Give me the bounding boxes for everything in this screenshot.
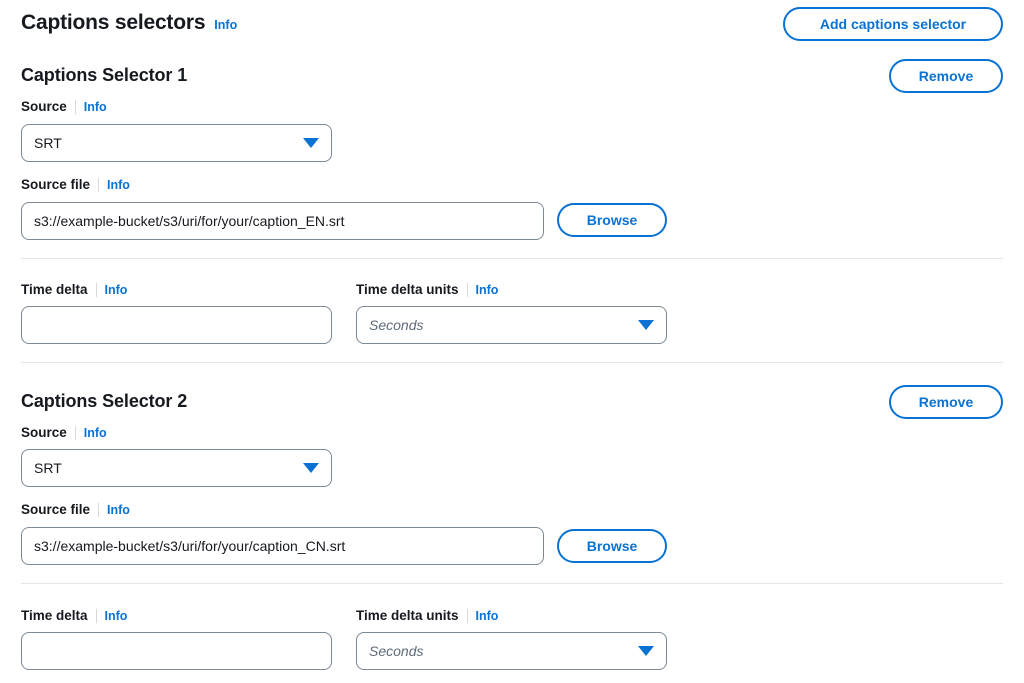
time-delta-label-1: Time delta bbox=[21, 282, 88, 297]
source-file-label-group-1: Source file Info bbox=[21, 177, 130, 193]
label-separator bbox=[466, 283, 468, 298]
time-delta-input-1[interactable] bbox=[21, 306, 332, 344]
section-divider bbox=[21, 362, 1003, 363]
chevron-down-icon bbox=[303, 138, 319, 148]
time-delta-units-value-2: Seconds bbox=[369, 643, 424, 659]
source-label-group-2: Source Info bbox=[21, 425, 107, 441]
remove-button-selector-2[interactable]: Remove bbox=[889, 385, 1003, 419]
source-file-label-2: Source file bbox=[21, 502, 91, 517]
page-title: Captions selectors bbox=[21, 11, 206, 34]
add-captions-selector-button[interactable]: Add captions selector bbox=[783, 7, 1003, 41]
label-separator bbox=[95, 283, 97, 298]
time-delta-units-info-link-2[interactable]: Info bbox=[475, 608, 499, 623]
page-header: Captions selectors Info bbox=[21, 11, 237, 34]
chevron-down-icon bbox=[638, 320, 654, 330]
source-file-input-1[interactable] bbox=[21, 202, 544, 240]
time-delta-input-2[interactable] bbox=[21, 632, 332, 670]
time-delta-units-select-1[interactable]: Seconds bbox=[356, 306, 667, 344]
time-delta-units-label-group-1: Time delta units Info bbox=[356, 282, 499, 298]
section-divider bbox=[21, 583, 1003, 584]
source-label-2: Source bbox=[21, 425, 67, 440]
source-file-info-link-1[interactable]: Info bbox=[107, 177, 130, 192]
chevron-down-icon bbox=[638, 646, 654, 656]
time-delta-units-label-1: Time delta units bbox=[356, 282, 459, 297]
time-delta-label-group-1: Time delta Info bbox=[21, 282, 128, 298]
section-divider bbox=[21, 258, 1003, 259]
source-file-label-group-2: Source file Info bbox=[21, 502, 130, 518]
time-delta-info-link-1[interactable]: Info bbox=[104, 282, 128, 297]
label-separator bbox=[74, 100, 76, 115]
label-separator bbox=[98, 503, 100, 518]
source-file-label-1: Source file bbox=[21, 177, 91, 192]
source-select-value-2: SRT bbox=[34, 460, 62, 476]
label-separator bbox=[466, 609, 468, 624]
label-separator bbox=[95, 609, 97, 624]
captions-selector-2-title: Captions Selector 2 bbox=[21, 391, 188, 411]
source-select-1[interactable]: SRT bbox=[21, 124, 332, 162]
header-info-link[interactable]: Info bbox=[214, 18, 238, 32]
source-info-link-1[interactable]: Info bbox=[83, 99, 107, 114]
browse-button-1[interactable]: Browse bbox=[557, 203, 667, 237]
time-delta-units-value-1: Seconds bbox=[369, 317, 424, 333]
remove-button-selector-1[interactable]: Remove bbox=[889, 59, 1003, 93]
browse-button-2[interactable]: Browse bbox=[557, 529, 667, 563]
time-delta-info-link-2[interactable]: Info bbox=[104, 608, 128, 623]
time-delta-units-select-2[interactable]: Seconds bbox=[356, 632, 667, 670]
source-label-group-1: Source Info bbox=[21, 99, 107, 115]
time-delta-units-label-2: Time delta units bbox=[356, 608, 459, 623]
time-delta-units-info-link-1[interactable]: Info bbox=[475, 282, 499, 297]
source-info-link-2[interactable]: Info bbox=[83, 425, 107, 440]
source-label-1: Source bbox=[21, 99, 67, 114]
source-select-2[interactable]: SRT bbox=[21, 449, 332, 487]
time-delta-label-2: Time delta bbox=[21, 608, 88, 623]
time-delta-label-group-2: Time delta Info bbox=[21, 608, 128, 624]
source-file-input-2[interactable] bbox=[21, 527, 544, 565]
label-separator bbox=[74, 426, 76, 441]
label-separator bbox=[98, 178, 100, 193]
captions-selector-1-title: Captions Selector 1 bbox=[21, 65, 188, 85]
chevron-down-icon bbox=[303, 463, 319, 473]
source-select-value-1: SRT bbox=[34, 135, 62, 151]
time-delta-units-label-group-2: Time delta units Info bbox=[356, 608, 499, 624]
source-file-info-link-2[interactable]: Info bbox=[107, 502, 130, 517]
